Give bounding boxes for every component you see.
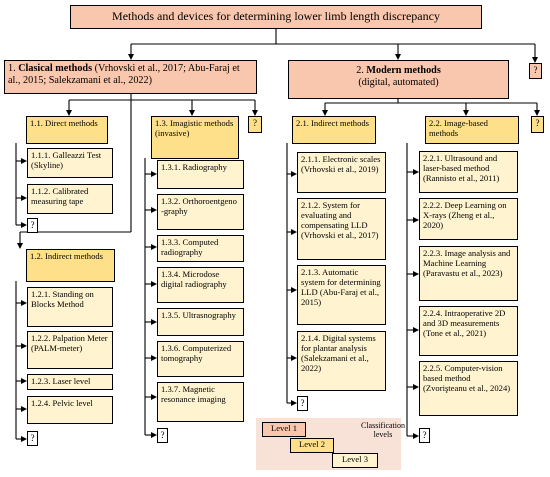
method-1-2-2-label: 1.2.2. Palpation Meter (PALM-meter)	[31, 333, 108, 353]
imagistic-unknown-box: ?	[248, 116, 262, 133]
unknown-label: ?	[535, 118, 540, 128]
method-2-1-3-label: 2.1.3. Automatic system for determining …	[301, 267, 381, 307]
modern-title: Modern methods	[366, 65, 441, 76]
legend-level-3: Level 3	[332, 453, 378, 468]
method-1-3-5-label: 1.3.5. Ultrasnography	[161, 310, 236, 320]
method-1-2-3: 1.2.3. Laser level	[27, 374, 113, 390]
method-2-1-4-label: 2.1.4. Digital systems for plantar analy…	[301, 333, 376, 373]
unknown-label: ?	[30, 433, 35, 443]
method-1-3-3-label: 1.3.3. Computed radiography	[161, 237, 219, 257]
method-2-2-2-label: 2.2.2. Deep Learning on X-rays (Zheng et…	[423, 200, 507, 230]
legend-caption: Classification levels	[361, 421, 405, 440]
method-1-3-3: 1.3.3. Computed radiography	[157, 235, 244, 262]
method-1-2-2: 1.2.2. Palpation Meter (PALM-meter)	[27, 331, 113, 369]
method-1-3-5: 1.3.5. Ultrasnography	[157, 308, 244, 336]
unknown-label: ?	[300, 398, 305, 408]
modern-indirect-unknown-box: ?	[297, 396, 308, 411]
unknown-label: ?	[253, 118, 257, 128]
imagistic-methods-label: 1.3. Imagistic methods (invasive)	[155, 118, 234, 138]
method-2-2-1-label: 2.2.1. Ultrasound and laser-based method…	[423, 153, 500, 183]
method-2-2-3-label: 2.2.3. Image analysis and Machine Learni…	[423, 248, 511, 278]
classical-methods-box: 1. Clasical methods (Vrhovski et al., 20…	[4, 60, 257, 94]
image-based-unknown-box: ?	[531, 116, 544, 133]
legend-level-1-label: Level 1	[270, 423, 297, 433]
root-title: Methods and devices for determining lowe…	[112, 9, 440, 24]
image-based-methods-box: 2.2. Image-based methods	[425, 116, 519, 144]
method-1-3-1-label: 1.3.1. Radiography	[161, 162, 227, 172]
method-1-3-2-label: 1.3.2. Orthoroentgeno -graphy	[161, 196, 237, 216]
method-1-1-2-label: 1.1.2. Calibrated measuring tape	[31, 186, 89, 206]
method-1-3-6: 1.3.6. Computerized tomography	[157, 341, 244, 377]
method-1-3-6-label: 1.3.6. Computerized tomography	[161, 343, 232, 363]
method-2-2-3: 2.2.3. Image analysis and Machine Learni…	[419, 246, 518, 301]
method-2-1-4: 2.1.4. Digital systems for plantar analy…	[297, 331, 386, 391]
direct-unknown-box: ?	[27, 218, 38, 233]
modern-indirect-methods-box: 2.1. Indirect methods	[292, 116, 376, 144]
level1-unknown-box: ?	[529, 63, 542, 79]
method-2-2-1: 2.2.1. Ultrasound and laser-based method…	[419, 151, 518, 193]
method-1-3-4-label: 1.3.4. Microdose digital radiography	[161, 269, 227, 289]
imagistic-methods-box: 1.3. Imagistic methods (invasive)	[151, 116, 239, 159]
method-2-2-2: 2.2.2. Deep Learning on X-rays (Zheng et…	[419, 198, 518, 240]
unknown-label: ?	[422, 430, 427, 440]
method-2-1-2-label: 2.1.2. System for evaluating and compens…	[301, 200, 379, 240]
method-2-1-2: 2.1.2. System for evaluating and compens…	[297, 198, 386, 260]
method-2-2-4-label: 2.2.4. Intraoperative 2D and 3D measurem…	[423, 308, 506, 338]
modern-subtitle: (digital, automated)	[358, 77, 439, 89]
image-based-children-unknown-box: ?	[419, 428, 430, 443]
legend-level-2: Level 2	[290, 438, 334, 453]
classical-indirect-unknown-box: ?	[27, 431, 38, 446]
classical-number: 1.	[8, 63, 16, 74]
direct-methods-label: 1.1. Direct methods	[30, 118, 98, 128]
method-1-1-1-label: 1.1.1. Galleazzi Test (Skyline)	[31, 150, 102, 170]
image-based-label: 2.2. Image-based methods	[429, 118, 488, 138]
direct-methods-box: 1.1. Direct methods	[26, 116, 108, 144]
classical-indirect-methods-box: 1.2. Indirect methods	[26, 249, 115, 282]
method-1-2-1: 1.2.1. Standing on Blocks Method	[27, 287, 113, 327]
root-title-box: Methods and devices for determining lowe…	[70, 5, 482, 29]
method-2-2-5: 2.2.5. Computer-vision based method (Zvo…	[419, 361, 518, 416]
method-1-3-2: 1.3.2. Orthoroentgeno -graphy	[157, 194, 244, 230]
method-2-1-1-label: 2.1.1. Electronic scales (Vrhovski et al…	[301, 154, 381, 174]
unknown-label: ?	[30, 220, 35, 230]
method-1-3-1: 1.3.1. Radiography	[157, 160, 244, 189]
method-2-2-4: 2.2.4. Intraoperative 2D and 3D measurem…	[419, 306, 518, 356]
imagistic-children-unknown-box: ?	[157, 428, 168, 443]
method-2-1-3: 2.1.3. Automatic system for determining …	[297, 265, 386, 325]
method-1-1-1: 1.1.1. Galleazzi Test (Skyline)	[27, 148, 113, 178]
classical-title: Clasical methods	[18, 63, 93, 74]
unknown-label: ?	[160, 430, 165, 440]
method-1-3-4: 1.3.4. Microdose digital radiography	[157, 267, 244, 303]
legend-level-3-label: Level 3	[341, 454, 368, 464]
method-1-3-7: 1.3.7. Magnetic resonance imaging	[157, 382, 244, 422]
modern-indirect-label: 2.1. Indirect methods	[296, 118, 370, 128]
classical-indirect-label: 1.2. Indirect methods	[30, 251, 104, 261]
method-1-1-2: 1.1.2. Calibrated measuring tape	[27, 184, 113, 214]
modern-number: 2.	[356, 65, 364, 76]
legend-level-2-label: Level 2	[298, 439, 325, 449]
method-1-2-4: 1.2.4. Pelvic level	[27, 396, 113, 424]
classical-refs: (Vrhovski et al., 2017; Abu-Faraj et al.…	[8, 63, 240, 87]
unknown-label: ?	[533, 65, 538, 75]
legend-level-1: Level 1	[262, 422, 306, 437]
method-2-2-5-label: 2.2.5. Computer-vision based method (Zvo…	[423, 363, 511, 393]
method-2-1-1: 2.1.1. Electronic scales (Vrhovski et al…	[297, 152, 386, 193]
method-1-2-3-label: 1.2.3. Laser level	[31, 376, 91, 386]
modern-methods-box: 2. Modern methods (digital, automated)	[288, 60, 509, 99]
method-1-3-7-label: 1.3.7. Magnetic resonance imaging	[161, 384, 226, 404]
method-1-2-1-label: 1.2.1. Standing on Blocks Method	[31, 289, 94, 309]
method-1-2-4-label: 1.2.4. Pelvic level	[31, 398, 93, 408]
